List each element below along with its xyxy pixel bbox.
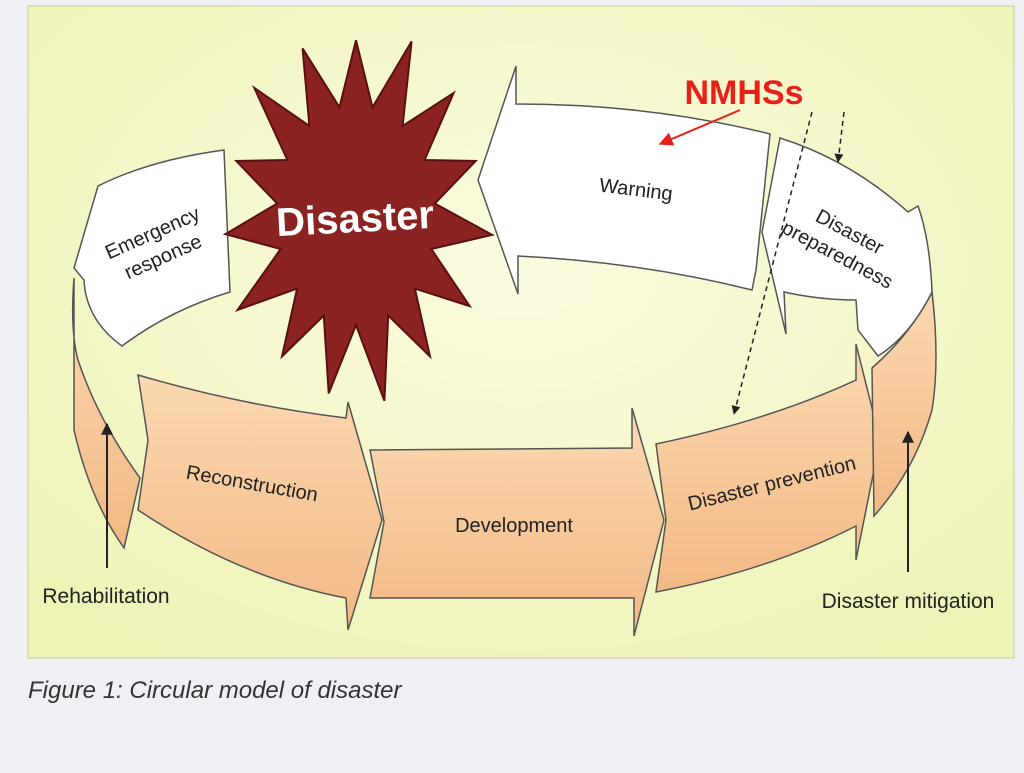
mitigation-label: Disaster mitigation (822, 590, 995, 613)
nmhss-label: NMHSs (684, 74, 803, 112)
ring-segment-warning (477, 65, 771, 295)
nmhss-arrow-to-prevention (731, 111, 813, 415)
ring-segment-prevention (655, 343, 881, 593)
ring-segment-rehabilitation (71, 277, 141, 550)
nmhss-arrow-to-warning (658, 109, 741, 146)
ring-segment-development (369, 407, 665, 637)
ring-segment-emergency-response (73, 149, 231, 347)
development-label: Development (455, 515, 573, 537)
rehabilitation-label: Rehabilitation (42, 585, 169, 608)
ring-segment-preparedness (761, 137, 933, 357)
disaster-starburst (222, 39, 495, 402)
ring-segment-reconstruction (137, 373, 383, 631)
disaster-label: Disaster (275, 193, 435, 245)
figure-caption: Figure 1: Circular model of disaster (28, 677, 402, 704)
